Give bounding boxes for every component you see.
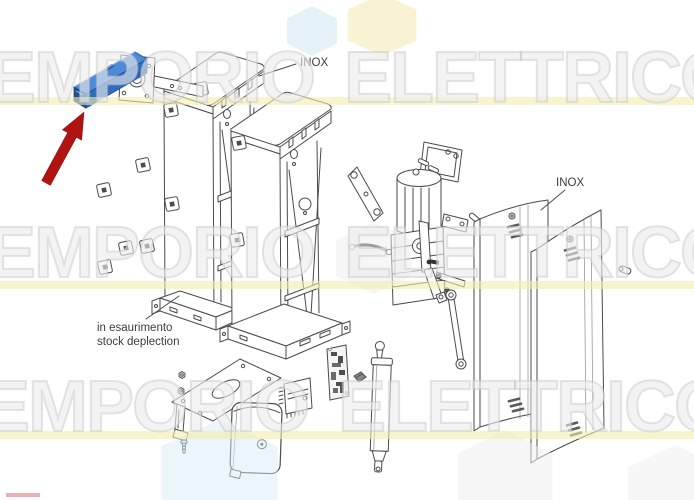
stock-depletion-label-line1: in esaurimento [97, 322, 172, 334]
cover-housing [229, 401, 283, 479]
inox-label-right: INOX [556, 177, 584, 189]
stock-depletion-label-line2: stock deplection [97, 336, 179, 348]
balance-arm-linkage [426, 212, 482, 288]
red-callout-arrow [41, 111, 85, 186]
base-plate [171, 358, 282, 422]
tie-rod [444, 287, 467, 370]
anchor-bracket [172, 403, 189, 442]
transformer [278, 377, 313, 419]
control-board [326, 344, 350, 401]
square-clip [228, 231, 246, 249]
inox-label-top: INOX [300, 57, 328, 69]
wedge-clip [353, 371, 367, 383]
square-clip [230, 134, 248, 152]
square-clip [162, 101, 180, 119]
square-fixing-clips [95, 156, 156, 276]
hydraulic-motor-unit [347, 141, 463, 306]
square-clip [163, 195, 181, 213]
gas-spring-cylinder [369, 340, 393, 473]
cabinet-frame-2 [219, 91, 351, 360]
label-leaders [145, 63, 566, 320]
fixing-screw [180, 439, 188, 454]
small-bolt [618, 265, 632, 275]
pin-rods [348, 243, 393, 256]
door-panel-2 [530, 209, 605, 464]
